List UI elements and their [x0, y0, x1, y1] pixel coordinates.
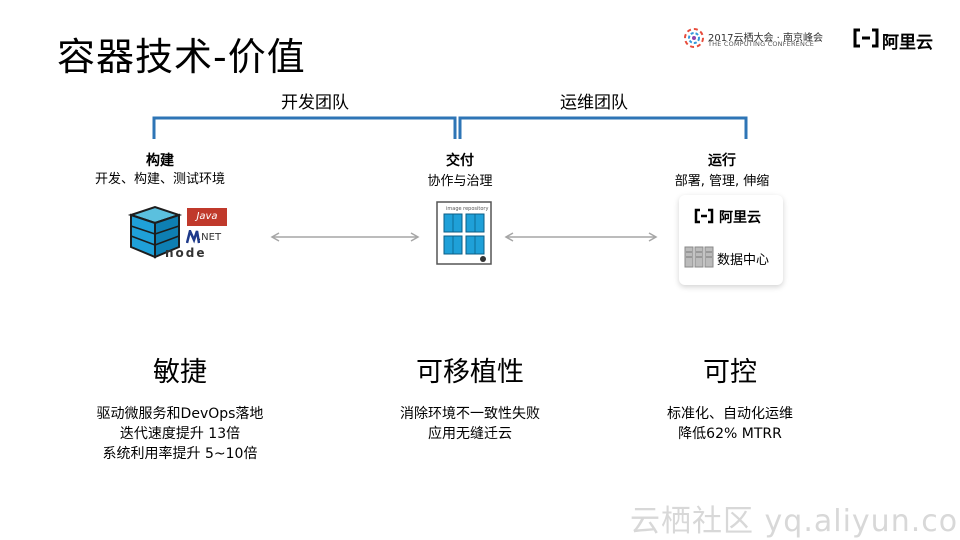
aliyun-logo: 阿里云: [852, 28, 933, 53]
card-aliyun-text: 阿里云: [719, 210, 761, 226]
conference-title: 2017云栖大会 · 南京峰会: [708, 33, 823, 44]
aliyun-bracket-icon: [853, 28, 879, 48]
conference-logo: 2017云栖大会 · 南京峰会 THE COMPUTING CONFERENCE: [683, 27, 833, 49]
value-control-title: 可控: [703, 357, 757, 388]
value-agility-line: 驱动微服务和DevOps落地: [96, 406, 264, 422]
ops-team-bracket: [458, 116, 748, 139]
value-control-description: 标准化、自动化运维 降低62% MTRR: [630, 404, 830, 444]
stage-build-title: 构建: [146, 153, 174, 169]
conference-subtitle: THE COMPUTING CONFERENCE: [708, 40, 815, 48]
value-control-line: 标准化、自动化运维: [667, 406, 793, 422]
stage-delivery-title: 交付: [446, 153, 474, 169]
build-delivery-arrow: [270, 232, 420, 242]
value-portability-title: 可移植性: [416, 357, 524, 388]
value-agility-title: 敏捷: [153, 357, 207, 388]
value-agility-line: 迭代速度提升 13倍: [119, 426, 241, 442]
datacenter-label: 数据中心: [717, 253, 770, 268]
container-cube-icon: [127, 205, 183, 259]
value-agility-line: 系统利用率提升 5~10倍: [102, 446, 258, 462]
java-logo: Java: [187, 208, 227, 226]
value-portability-line: 应用无缝迁云: [428, 426, 512, 442]
stage-run-subtitle: 部署, 管理, 伸缩: [674, 174, 770, 189]
run-environment-card: 阿里云 数据中心: [679, 195, 783, 285]
image-repository-label: image repository: [446, 206, 489, 212]
image-repository-icon: [436, 201, 492, 265]
aliyun-logo-text: 阿里云: [882, 33, 933, 53]
dotnet-logo: .NET: [198, 232, 222, 243]
dev-team-label: 开发团队: [281, 93, 349, 113]
dotnet-icon: [186, 230, 200, 244]
value-agility-description: 驱动微服务和DevOps落地 迭代速度提升 13倍 系统利用率提升 5~10倍: [70, 404, 290, 464]
value-portability-description: 消除环境不一致性失败 应用无缝迁云: [370, 404, 570, 444]
watermark: 云栖社区 yq.aliyun.com: [630, 504, 960, 539]
node-logo: node: [165, 246, 207, 260]
stage-run-title: 运行: [708, 153, 736, 169]
slide-title: 容器技术-价值: [57, 35, 306, 79]
value-portability-line: 消除环境不一致性失败: [400, 406, 540, 422]
ops-team-label: 运维团队: [560, 93, 628, 113]
conference-mark-icon: [684, 28, 704, 48]
dev-team-bracket: [152, 116, 457, 139]
delivery-run-arrow: [504, 232, 658, 242]
stage-delivery-subtitle: 协作与治理: [427, 174, 493, 189]
aliyun-card-bracket-icon: [694, 208, 714, 224]
stage-build-subtitle: 开发、构建、测试环境: [94, 172, 225, 187]
server-rack-icon: [684, 246, 714, 268]
value-control-line: 降低62% MTRR: [678, 426, 782, 442]
